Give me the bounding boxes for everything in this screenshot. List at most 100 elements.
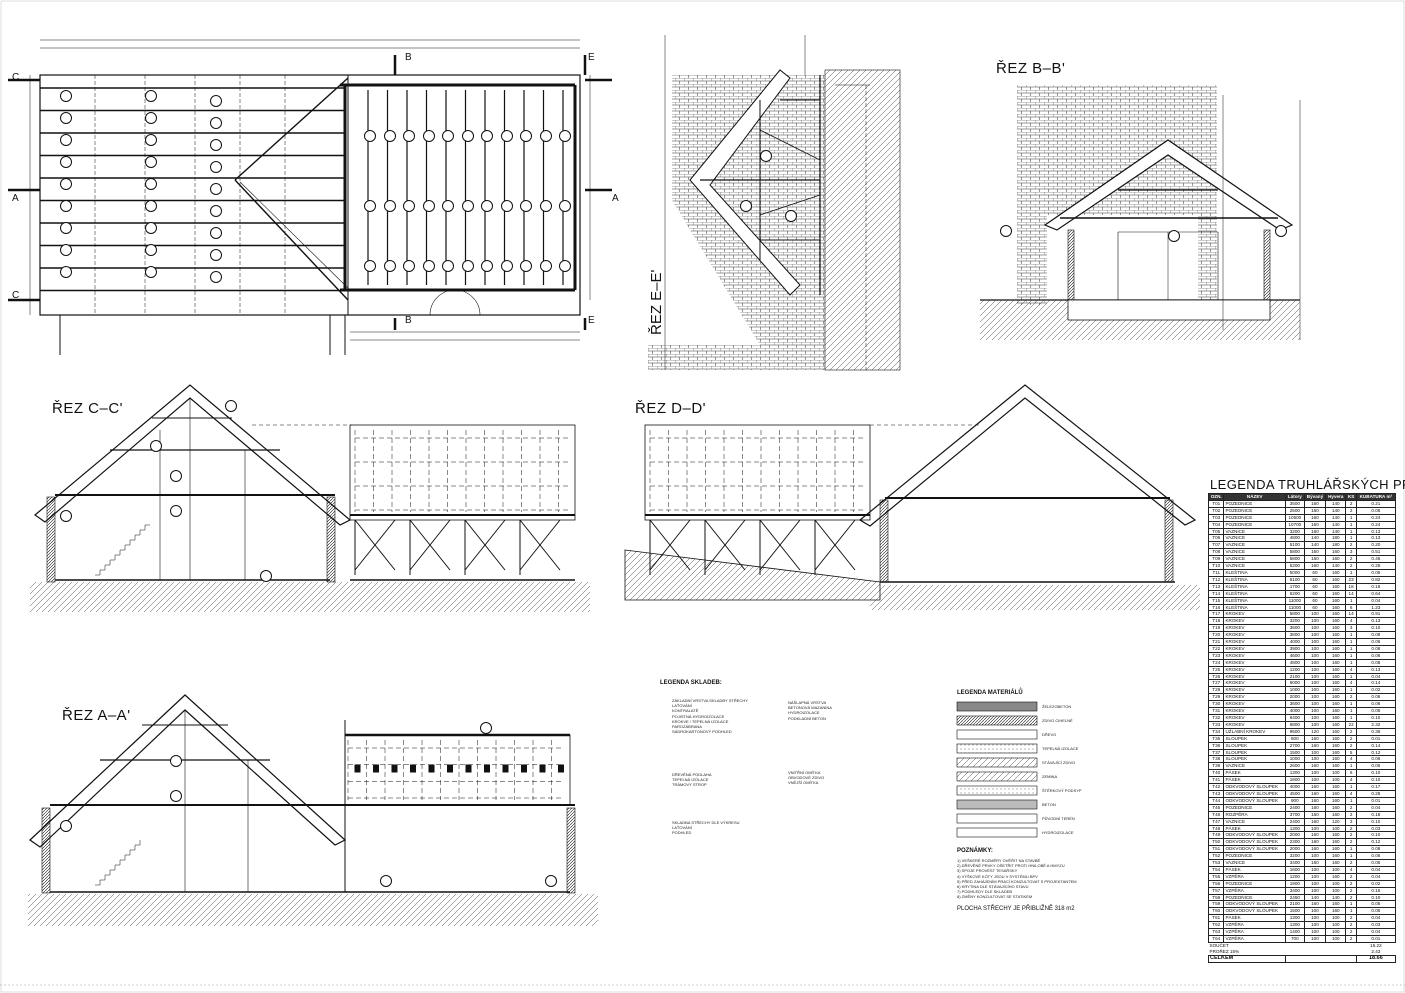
table-cell: 3200	[1284, 617, 1305, 626]
element-tag	[461, 130, 474, 142]
section-title-aa: ŘEZ A–A'	[62, 707, 131, 724]
table-cell: SLOUPEK	[1223, 734, 1286, 743]
material-label: STÁVAJÍCÍ ZDIVO	[1042, 760, 1076, 765]
table-cell: 160	[1325, 789, 1347, 798]
table-cell: 160	[1325, 589, 1347, 598]
table-cell: SLOUPEK	[1223, 755, 1286, 764]
table-cell: KLEŠTINA	[1223, 589, 1286, 598]
table-cell: 0.05	[1355, 568, 1397, 577]
table-cell: 100	[1303, 879, 1327, 888]
table-cell: 4	[1345, 617, 1357, 626]
table-cell: 160	[1303, 762, 1327, 771]
table-cell: 0.01	[1355, 796, 1397, 805]
table-cell: 140	[1325, 506, 1347, 515]
table-cell: 1300	[1284, 769, 1305, 778]
table-cell: 160	[1325, 845, 1347, 854]
table-cell: 160	[1325, 555, 1347, 564]
table-cell: KLEŠTINA	[1223, 603, 1286, 612]
table-cell: 2	[1345, 831, 1357, 840]
table-cell: VZPĚRA	[1223, 928, 1286, 936]
table-cell: 0.82	[1355, 575, 1397, 584]
material-swatch	[956, 715, 1038, 726]
table-cell: 160	[1325, 831, 1347, 840]
table-cell: 160	[1325, 900, 1347, 909]
section-title-ee: ŘEZ E–E'	[648, 269, 665, 335]
table-cell: 160	[1325, 603, 1347, 612]
table-cell: T14	[1207, 589, 1225, 598]
table-cell: 60	[1303, 603, 1327, 612]
table-cell: T50	[1207, 838, 1225, 847]
table-cell: 2300	[1284, 838, 1305, 847]
table-cell: PÁSEK	[1223, 776, 1286, 785]
table-cell: 0.64	[1355, 589, 1397, 598]
table-cell: 160	[1325, 686, 1347, 695]
table-header: KS	[1345, 493, 1357, 501]
element-tag	[461, 200, 474, 212]
table-cell: ODKVODOVÝ SLOUPEK	[1223, 900, 1286, 909]
table-cell: T53	[1207, 859, 1225, 867]
table-cell: KROKEV	[1223, 679, 1286, 688]
table-cell: POZEDNICE	[1223, 893, 1286, 902]
table-cell: 18	[1345, 582, 1357, 591]
table-cell: T64	[1207, 935, 1225, 943]
table-cell: POZEDNICE	[1223, 499, 1286, 508]
table-cell: 100	[1325, 921, 1347, 930]
table-cell: 100	[1303, 651, 1327, 660]
table-cell: T06	[1207, 534, 1225, 543]
table-cell: 1	[1345, 907, 1357, 916]
table-cell: 160	[1303, 734, 1327, 743]
table-cell: 160	[1303, 803, 1327, 812]
table-cell: T44	[1207, 796, 1225, 805]
table-cell: 2	[1345, 921, 1357, 930]
table-cell: ODKVODOVÝ SLOUPEK	[1223, 838, 1286, 847]
table-cell: 14	[1345, 589, 1357, 598]
table-cell: VAZNICE	[1223, 534, 1286, 543]
section-c-c	[30, 384, 590, 612]
table-cell: 160	[1303, 499, 1327, 508]
plan-mark-c: C	[12, 72, 20, 83]
summary-value: 2.43	[1371, 948, 1381, 954]
element-tag	[403, 260, 415, 272]
table-cell: 3600	[1284, 624, 1305, 633]
table-cell: 2000	[1284, 831, 1305, 840]
element-tag	[60, 266, 72, 278]
element-tag	[60, 510, 72, 522]
table-cell: 2	[1345, 693, 1357, 702]
table-cell: T41	[1207, 776, 1225, 785]
table-cell: 2	[1345, 872, 1357, 881]
legend-skladeb-title: LEGENDA SKLADEB:	[660, 680, 722, 686]
table-cell: 1	[1345, 527, 1357, 536]
element-tag	[422, 130, 435, 142]
table-cell: T22	[1207, 644, 1225, 653]
table-cell: 160	[1325, 762, 1347, 771]
table-cell: 100	[1325, 879, 1347, 888]
table-cell: 100	[1303, 617, 1327, 626]
table-cell: 1700	[1284, 582, 1305, 591]
table-cell: 0.14	[1355, 679, 1397, 688]
table-cell: 0.02	[1355, 879, 1397, 888]
table-cell: T36	[1207, 741, 1225, 750]
summary-label: PROŘEZ 15%	[1209, 948, 1240, 954]
table-cell: 1	[1345, 796, 1357, 805]
table-cell: 0.36	[1355, 727, 1397, 736]
table-cell: 22	[1345, 720, 1357, 729]
table-cell: 2	[1345, 499, 1357, 508]
plan-mark-b: B	[405, 52, 412, 63]
element-tag	[442, 260, 454, 272]
